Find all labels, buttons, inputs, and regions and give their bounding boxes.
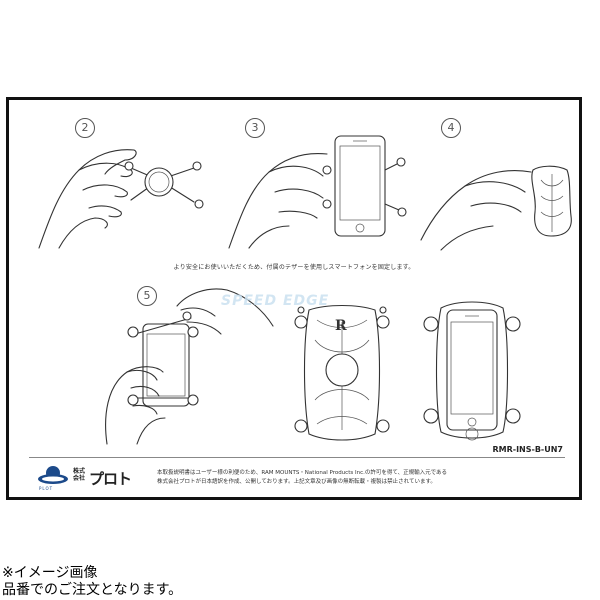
phone-in-cradle-illustration <box>423 301 521 441</box>
plot-logo-icon <box>38 466 68 484</box>
note-line-1: ※イメージ画像 <box>2 565 98 581</box>
image-note: ※イメージ画像 品番でのご注文となります。 <box>2 565 182 599</box>
cradle-illustration: R <box>294 305 390 441</box>
instruction-sheet: 2 3 4 <box>6 97 582 500</box>
company-logo: PLOT 株式会社 プロト <box>37 465 147 495</box>
model-code: RMR-INS-B-UN7 <box>492 445 563 454</box>
step-number-4: 4 <box>441 118 461 138</box>
company-type: 株式会社 <box>73 468 86 482</box>
footer-divider <box>29 457 565 458</box>
step-number-2: 2 <box>75 118 95 138</box>
company-name: プロト <box>89 470 132 488</box>
step-number-5: 5 <box>137 286 157 306</box>
step-4-illustration <box>420 165 572 251</box>
instruction-caption: より安全にお使いいただくため、付属のテザーを使用しスマートフォンを固定します。 <box>173 264 415 271</box>
plot-text: PLOT <box>39 486 54 491</box>
step-3-illustration <box>228 135 407 249</box>
step-2-illustration <box>38 149 204 249</box>
copyright-line-2: 株式会社プロトが日本語訳を作成、公開しております。上記文章及び画像の無断転載・複… <box>157 479 436 485</box>
svg-text:R: R <box>335 318 347 334</box>
copyright-notice: 本取扱説明書はユーザー様の利便のため、RAM MOUNTS・National P… <box>157 469 557 487</box>
copyright-line-1: 本取扱説明書はユーザー様の利便のため、RAM MOUNTS・National P… <box>157 470 448 476</box>
step-number-3: 3 <box>245 118 265 138</box>
watermark: SPEED EDGE <box>221 293 330 309</box>
note-line-2: 品番でのご注文となります。 <box>2 582 183 598</box>
step-5-illustration <box>105 288 274 445</box>
